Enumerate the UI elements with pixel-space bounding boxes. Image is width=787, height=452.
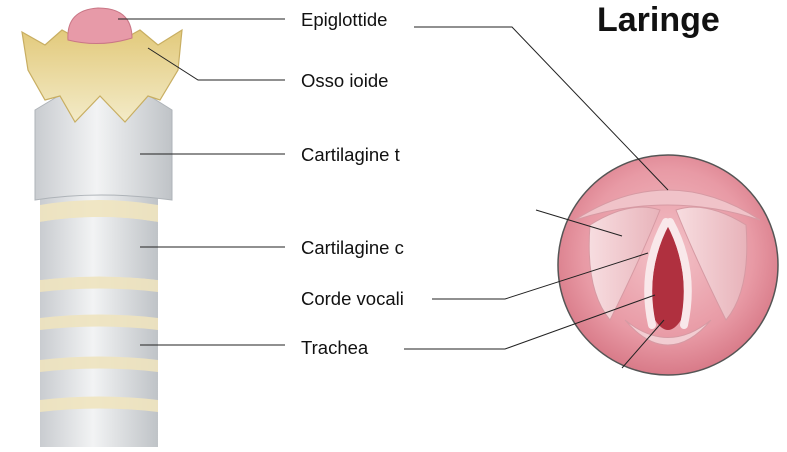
label-corde-vocali: Corde vocali bbox=[301, 288, 404, 310]
label-cartilagine-cricoidea: Cartilagine c bbox=[301, 237, 404, 259]
label-cartilagine-tiroidea: Cartilagine t bbox=[301, 144, 400, 166]
thyroid-cartilage-shape bbox=[35, 95, 172, 200]
diagram-title: Laringe bbox=[597, 1, 720, 40]
laryngoscopic-view bbox=[558, 155, 778, 375]
cricoid-cartilage-shape bbox=[40, 217, 158, 280]
label-trachea: Trachea bbox=[301, 337, 368, 359]
label-cartilagine-tiroidea-clip: Cartilagine t bbox=[301, 144, 415, 170]
larynx-illustration bbox=[22, 8, 182, 447]
label-cartilagine-cricoidea-clip: Cartilagine c bbox=[301, 237, 415, 263]
epiglottis-shape bbox=[68, 8, 132, 44]
label-epiglottide: Epiglottide bbox=[301, 9, 387, 31]
label-osso-ioide: Osso ioide bbox=[301, 70, 388, 92]
